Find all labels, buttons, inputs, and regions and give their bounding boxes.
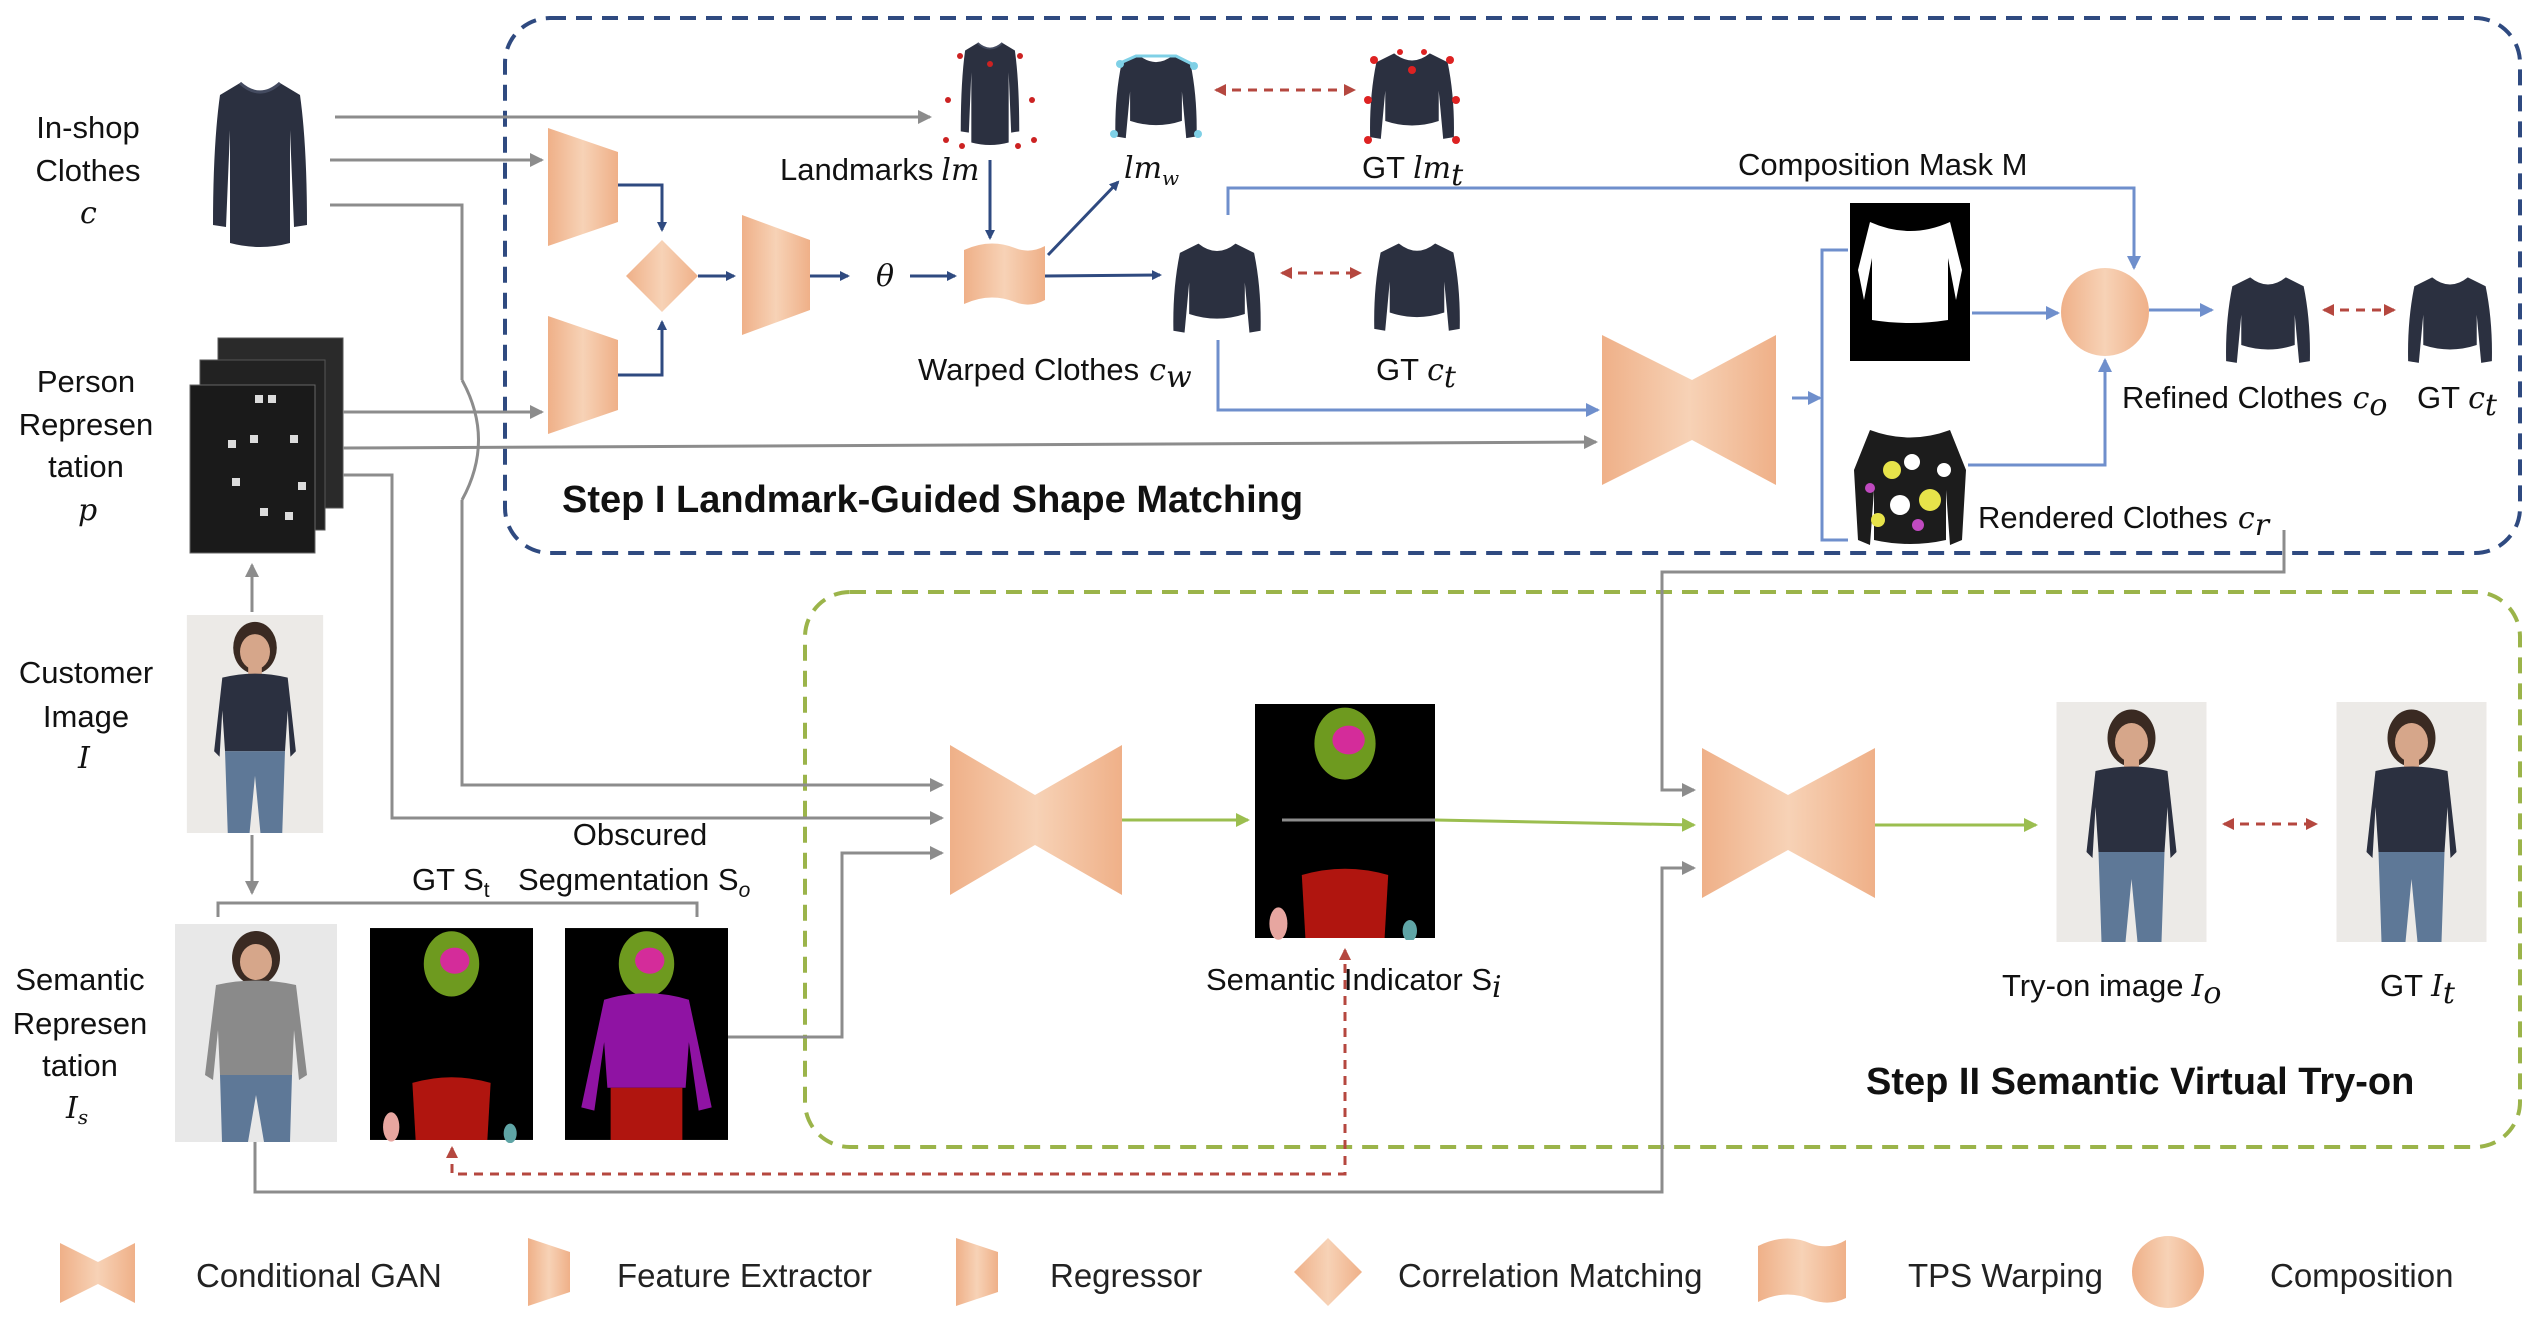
correlation-matching xyxy=(626,240,698,312)
svg-text:Obscured: Obscured xyxy=(573,817,707,852)
tps-warping xyxy=(964,243,1045,305)
conditional-gan-step1 xyxy=(1602,335,1776,485)
semantic-indicator-image xyxy=(1255,704,1435,940)
svg-text:Correlation Matching: Correlation Matching xyxy=(1398,1257,1702,1294)
gt-ct-image xyxy=(1374,243,1460,331)
feature-extractor-person xyxy=(548,316,618,434)
lmw-label: lmw xyxy=(1124,151,1179,190)
step1-title: Step I Landmark-Guided Shape Matching xyxy=(562,479,1303,521)
gt-lmt-image xyxy=(1364,49,1460,144)
svg-text:GT St: GT St xyxy=(412,862,490,902)
gt-bracket xyxy=(216,901,699,917)
arrows-light xyxy=(1216,186,2214,467)
arrows-dark xyxy=(618,160,1162,377)
legend-reg: Regressor xyxy=(956,1238,1202,1306)
svg-text:Conditional GAN: Conditional GAN xyxy=(196,1257,442,1294)
lmw-image xyxy=(1110,54,1202,139)
svg-text:Clothes: Clothes xyxy=(35,153,140,188)
svg-text:Feature Extractor: Feature Extractor xyxy=(617,1257,872,1294)
rendered-clothes-image xyxy=(1854,430,1966,545)
svg-text:Represen: Represen xyxy=(19,407,153,442)
svg-text:tation: tation xyxy=(42,1048,118,1083)
gan-output-bracket xyxy=(1820,248,1848,542)
legend-comp: Composition xyxy=(2132,1236,2453,1308)
step1-box xyxy=(503,16,2522,555)
semantic-representation-image xyxy=(175,924,337,1142)
inshop-clothes-image xyxy=(213,83,307,247)
svg-text:Customer: Customer xyxy=(19,655,153,690)
svg-text:Segmentation So: Segmentation So xyxy=(518,862,751,902)
legend: Conditional GAN Feature Extractor Regres… xyxy=(60,1236,2453,1308)
gt-segmentation-image xyxy=(370,928,533,1143)
gt-it-image xyxy=(2336,702,2487,942)
svg-text:Person: Person xyxy=(37,364,135,399)
svg-text:Composition: Composition xyxy=(2270,1257,2453,1294)
person-label: Person Represen tation p xyxy=(19,364,153,528)
arrows-red-dashed xyxy=(446,84,2396,1176)
legend-fe: Feature Extractor xyxy=(528,1238,872,1306)
customer-image xyxy=(186,615,324,833)
composition-mask-label: Composition Mask M xyxy=(1738,147,2027,182)
svg-text:TPS Warping: TPS Warping xyxy=(1908,1257,2103,1294)
customer-label: Customer Image I xyxy=(19,655,153,776)
conditional-gan-tryon xyxy=(1702,748,1875,898)
gt-ct2-image xyxy=(2408,277,2492,363)
svg-text:In-shop: In-shop xyxy=(36,110,139,145)
gt-st-label: GT St xyxy=(412,862,490,902)
svg-text:tation: tation xyxy=(48,449,124,484)
warped-clothes-image xyxy=(1173,243,1261,333)
legend-corr: Correlation Matching xyxy=(1294,1238,1702,1306)
regressor xyxy=(742,215,810,335)
tryon-image xyxy=(2056,702,2207,942)
composition-mask-image xyxy=(1850,203,1970,361)
step2-title: Step II Semantic Virtual Try-on xyxy=(1866,1061,2414,1103)
svg-text:Is: Is xyxy=(65,1091,88,1129)
refined-clothes-image xyxy=(2226,277,2310,363)
svg-text:Image: Image xyxy=(43,699,129,734)
theta-label: θ xyxy=(876,259,894,294)
composition-node xyxy=(2061,268,2149,356)
svg-text:I: I xyxy=(77,741,91,776)
legend-cgan: Conditional GAN xyxy=(60,1243,442,1303)
landmarks-dots xyxy=(943,53,1037,149)
obscured-label: Obscured Segmentation So xyxy=(518,817,751,902)
svg-text:p: p xyxy=(78,493,97,528)
indicator-label: Semantic Indicator Si xyxy=(1206,962,1502,1005)
person-representation-image xyxy=(189,337,344,554)
svg-text:Semantic: Semantic xyxy=(15,962,144,997)
conditional-gan-seg xyxy=(950,745,1122,895)
svg-text:lmw: lmw xyxy=(1124,151,1179,190)
svg-text:c: c xyxy=(80,196,97,231)
svg-text:Represen: Represen xyxy=(13,1006,147,1041)
arrows-green xyxy=(1122,813,2038,832)
landmarks-image xyxy=(959,41,1021,147)
arrows-gray xyxy=(245,110,2286,1194)
inshop-label: In-shop Clothes c xyxy=(35,110,140,231)
feature-extractor-clothes xyxy=(548,128,618,246)
svg-text:Semantic Indicator Si: Semantic Indicator Si xyxy=(1206,962,1502,1005)
semantic-label: Semantic Represen tation Is xyxy=(13,962,147,1129)
legend-tps: TPS Warping xyxy=(1758,1238,2103,1303)
svg-text:Regressor: Regressor xyxy=(1050,1257,1202,1294)
obscured-segmentation-image xyxy=(565,928,728,1140)
